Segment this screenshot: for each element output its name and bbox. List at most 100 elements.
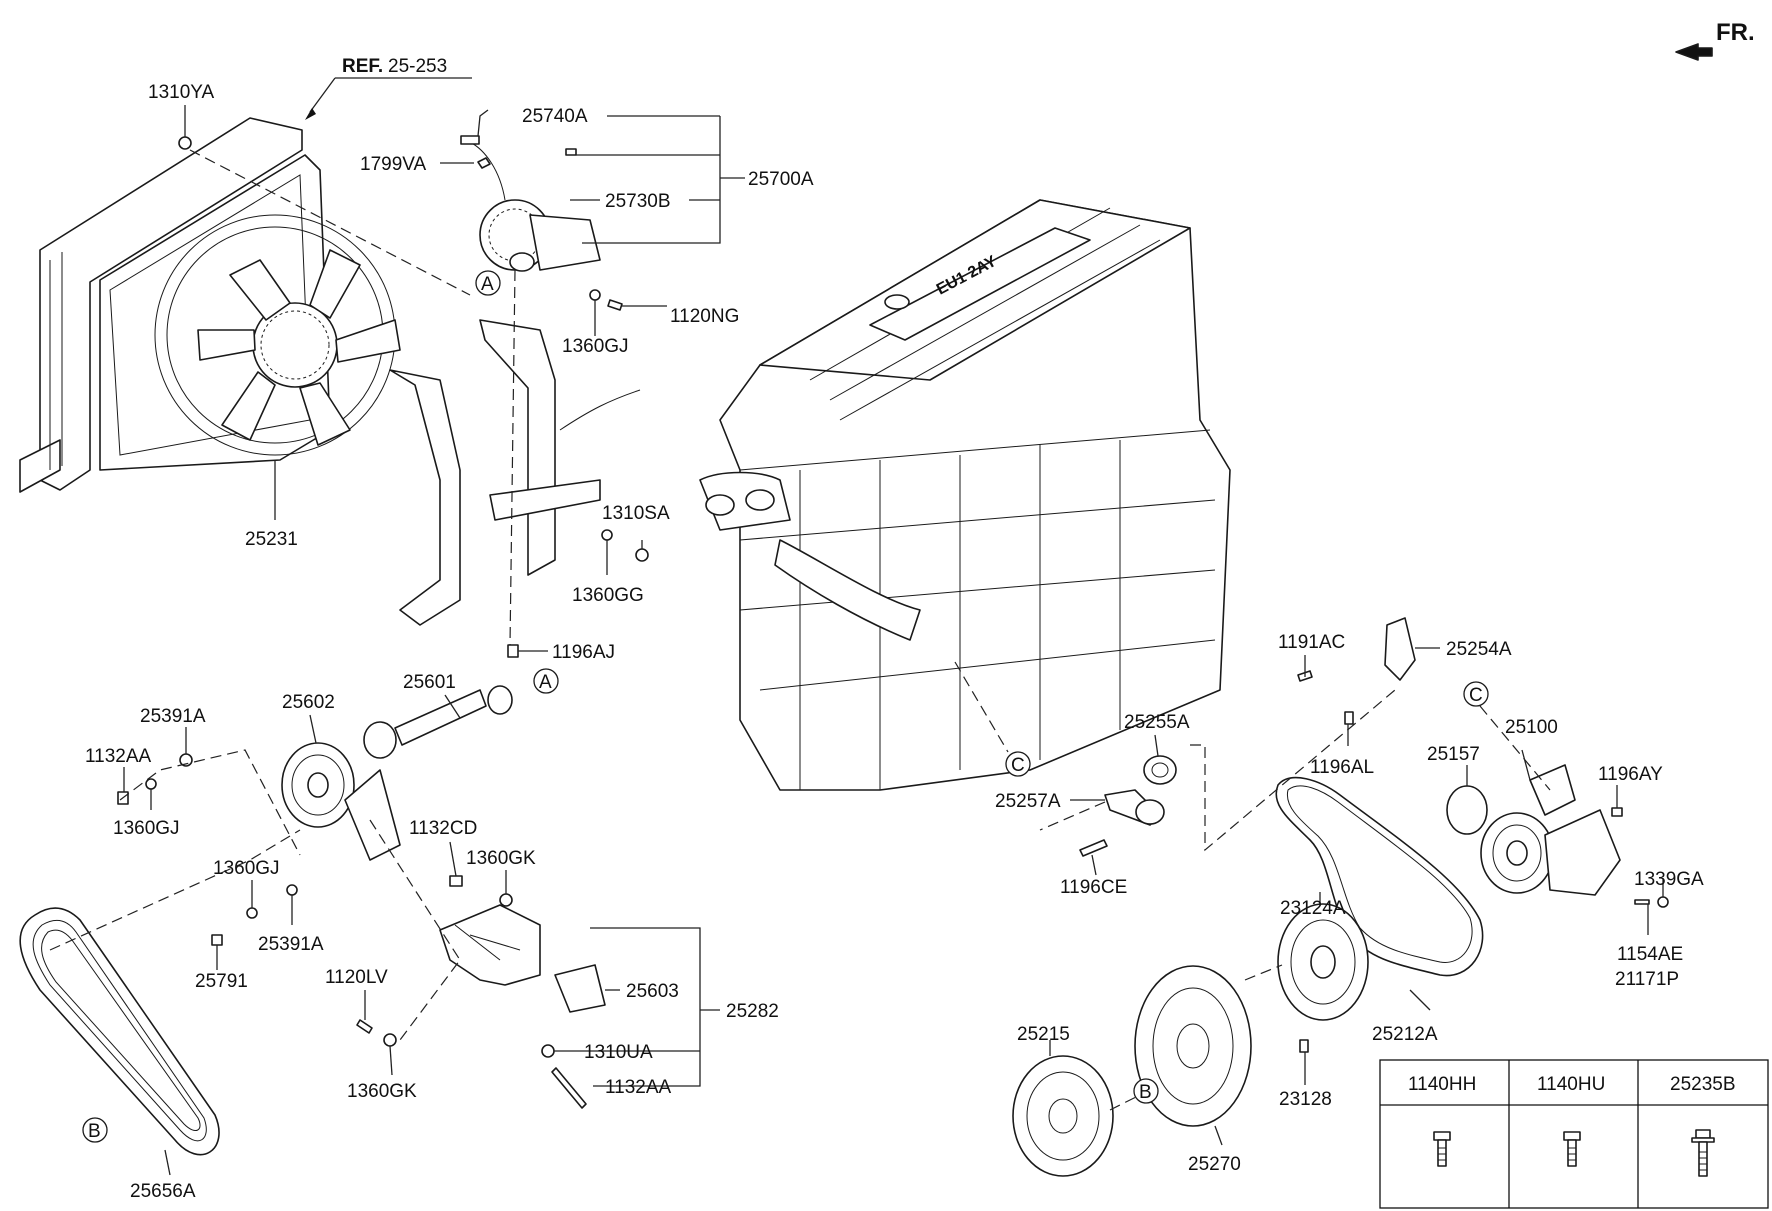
label-25740a: 25740A bbox=[522, 106, 588, 127]
dashed-alignment-lines bbox=[49, 149, 1551, 1111]
nut-1310ya bbox=[178, 136, 192, 150]
fan-25231 bbox=[197, 249, 401, 446]
label-25255a: 25255A bbox=[1124, 712, 1190, 733]
water-pump-25100 bbox=[1446, 764, 1669, 908]
nut-1310sa bbox=[635, 548, 649, 562]
label-25601: 25601 bbox=[403, 672, 456, 693]
label-1360gk-top: 1360GK bbox=[466, 848, 536, 869]
bolt-1196aj bbox=[507, 644, 519, 658]
label-25257a: 25257A bbox=[995, 791, 1061, 812]
label-1360gj-mid: 1360GJ bbox=[213, 858, 280, 879]
label-25791: 25791 bbox=[195, 971, 248, 992]
label-25270: 25270 bbox=[1188, 1154, 1241, 1175]
label-1799va: 1799VA bbox=[360, 154, 427, 175]
fan-clutch-assembly bbox=[460, 135, 601, 272]
hex-flange-bolt-icon bbox=[1433, 1131, 1451, 1167]
label-25254a: 25254A bbox=[1446, 639, 1512, 660]
drive-shaft-25601 bbox=[363, 685, 513, 759]
label-25603: 25603 bbox=[626, 981, 679, 1002]
mounting-bracket-25282 bbox=[211, 875, 606, 1109]
connector-markers: A A B B C C bbox=[82, 270, 1489, 1143]
label-1310ua: 1310UA bbox=[584, 1042, 653, 1063]
ref-number: 25-253 bbox=[388, 56, 447, 77]
label-21171p: 21171P bbox=[1615, 969, 1679, 990]
label-1196al: 1196AL bbox=[1310, 757, 1374, 778]
bolt-1132cd bbox=[449, 875, 463, 887]
connector-b-pulley: B bbox=[1139, 1082, 1152, 1103]
label-1120ng: 1120NG bbox=[670, 306, 739, 327]
pulley-25215 bbox=[1012, 1055, 1114, 1177]
label-1310ya: 1310YA bbox=[148, 82, 215, 103]
reference-callout: REF. 25-253 bbox=[305, 56, 472, 120]
label-1132cd: 1132CD bbox=[409, 818, 477, 839]
part-labels: 1310YA 25740A 1799VA 25700A 25730B 1120N… bbox=[85, 82, 1704, 1202]
washer-1360gj-left bbox=[145, 778, 157, 790]
pulley-25255a bbox=[1143, 755, 1177, 785]
connector-b-belt: B bbox=[88, 1121, 101, 1142]
label-25100: 25100 bbox=[1505, 717, 1558, 738]
label-25700a: 25700A bbox=[748, 169, 814, 190]
label-1339ga: 1339GA bbox=[1634, 869, 1704, 890]
label-25602: 25602 bbox=[282, 692, 335, 713]
nut-1310ua bbox=[541, 1044, 555, 1058]
stud-1132aa-bottom bbox=[551, 1067, 587, 1109]
label-25391a-mid: 25391A bbox=[258, 934, 324, 955]
damper-25270 bbox=[1134, 965, 1252, 1127]
label-25656a: 25656A bbox=[130, 1181, 196, 1202]
label-1191ac: 1191AC bbox=[1278, 632, 1345, 653]
tensioner-assembly bbox=[1079, 617, 1416, 857]
label-1360gj-top: 1360GJ bbox=[562, 336, 629, 357]
flange-bolt-with-washer-icon bbox=[1691, 1129, 1715, 1177]
bolt-1120lv bbox=[356, 1019, 373, 1034]
belt-25656a bbox=[19, 907, 220, 1156]
table-header-2: 1140HU bbox=[1537, 1074, 1605, 1095]
idler-pulley-25602 bbox=[281, 742, 401, 861]
connector-a-top: A bbox=[481, 274, 494, 295]
connector-c-engine: C bbox=[1011, 755, 1025, 776]
washer-1360gj-top bbox=[589, 289, 601, 301]
crank-pulley-set bbox=[1012, 903, 1369, 1177]
label-1310sa: 1310SA bbox=[602, 503, 670, 524]
engine-block: EU1 2AY bbox=[699, 199, 1231, 791]
label-1132aa-bottom: 1132AA bbox=[605, 1077, 672, 1098]
plate-25603 bbox=[554, 964, 606, 1013]
label-25157: 25157 bbox=[1427, 744, 1480, 765]
front-direction-arrow: FR. bbox=[1675, 19, 1755, 61]
nut-1360gk-top bbox=[499, 893, 513, 907]
label-1360gk-bottom: 1360GK bbox=[347, 1081, 417, 1102]
label-25231: 25231 bbox=[245, 529, 298, 550]
ref-prefix: REF. bbox=[342, 56, 383, 77]
nut-1360gk-bottom bbox=[383, 1033, 397, 1047]
label-1196ce: 1196CE bbox=[1060, 877, 1127, 898]
bolt-23128 bbox=[1299, 1039, 1309, 1053]
coolant-pipe-assembly bbox=[389, 289, 649, 658]
label-1360gj-left: 1360GJ bbox=[113, 818, 180, 839]
hex-bolt-icon bbox=[1563, 1131, 1581, 1167]
bolt-25791 bbox=[211, 934, 223, 946]
table-header-1: 1140HH bbox=[1408, 1074, 1476, 1095]
label-1154ae: 1154AE bbox=[1617, 944, 1683, 965]
fastener-table: 1140HH 1140HU 25235B bbox=[1379, 1059, 1769, 1209]
bolt-1196al bbox=[1344, 711, 1354, 725]
label-23124a: 23124A bbox=[1280, 898, 1346, 919]
connector-c-pump: C bbox=[1469, 685, 1483, 706]
label-1196ay: 1196AY bbox=[1598, 764, 1663, 785]
gasket-25157 bbox=[1446, 785, 1488, 835]
washer-1360gg bbox=[601, 529, 613, 541]
label-1132aa-left: 1132AA bbox=[85, 746, 152, 767]
bracket-25254a bbox=[1384, 617, 1416, 681]
label-25730b: 25730B bbox=[605, 191, 671, 212]
sensor-25740a bbox=[460, 135, 480, 145]
label-1360gg: 1360GG bbox=[572, 585, 644, 606]
bolt-1196ay bbox=[1611, 807, 1623, 817]
label-25282: 25282 bbox=[726, 1001, 779, 1022]
washer-25391a-mid bbox=[286, 884, 298, 896]
connector-a-shaft: A bbox=[539, 672, 552, 693]
leader-lines bbox=[123, 105, 1664, 1176]
table-header-3: 25235B bbox=[1670, 1074, 1736, 1095]
label-23128: 23128 bbox=[1279, 1089, 1332, 1110]
bolt-1196ce bbox=[1079, 839, 1108, 857]
washer-1360gj-mid bbox=[246, 907, 258, 919]
belt-25212a bbox=[1275, 776, 1484, 977]
stud-1154ae bbox=[1634, 899, 1650, 905]
